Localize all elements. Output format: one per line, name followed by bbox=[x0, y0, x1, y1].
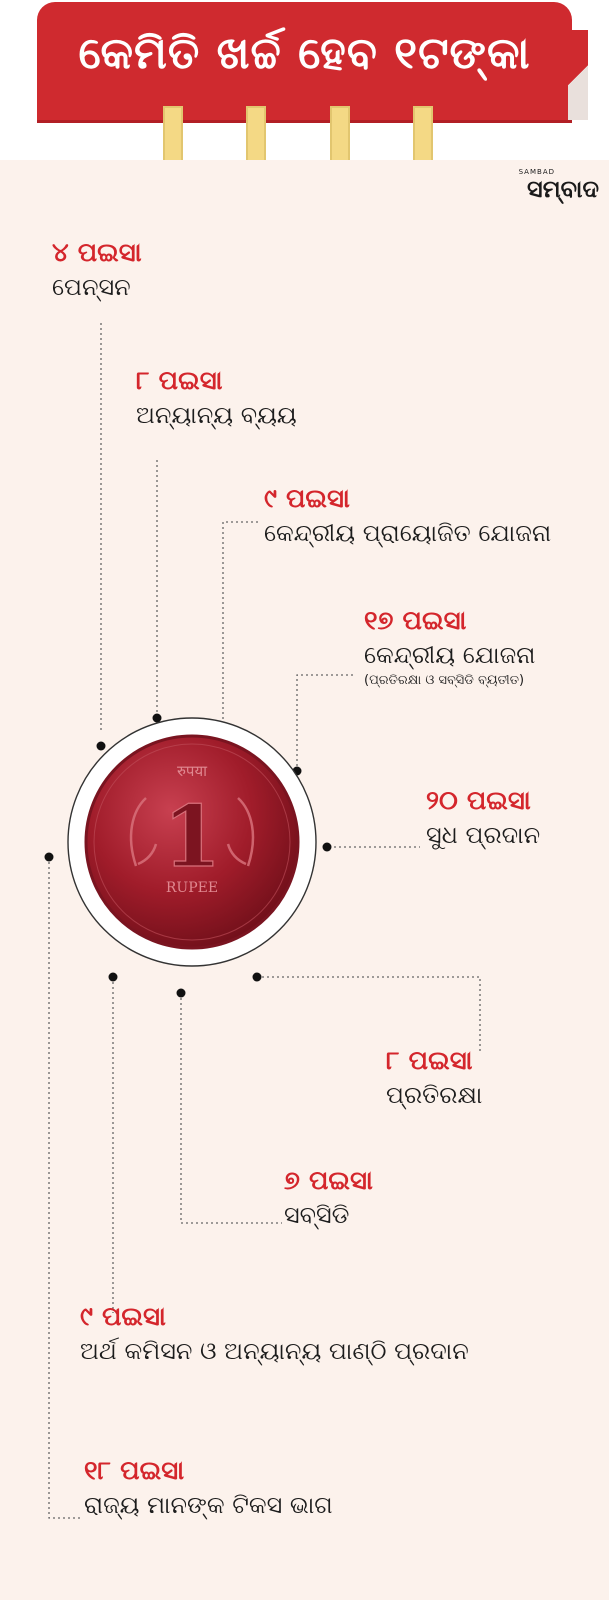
title-banner: କେମିତି ଖର୍ଚ୍ଚ ହେବ ୧ଟଙ୍କା bbox=[37, 2, 572, 120]
list-item: ୮ ପଇସା ଅନ୍ୟାନ୍ୟ ବ୍ୟୟ bbox=[136, 364, 297, 432]
item-amount: ୮ ପଇସା bbox=[386, 1046, 473, 1076]
logo-subtext: SAMBAD bbox=[518, 168, 555, 176]
list-item: ୯ ପଇସା ଅର୍ଥ କମିସନ ଓ ଅନ୍ୟାନ୍ୟ ପାଣ୍ଠି ପ୍ରଦ… bbox=[80, 1300, 469, 1368]
item-label: ସବ୍‌ସିଡି bbox=[284, 1201, 350, 1229]
list-item: ୯ ପଇସା କେନ୍ଦ୍ରୀୟ ପ୍ରାୟୋଜିତ ଯୋଜନା bbox=[264, 482, 551, 550]
item-amount: ୪ ପଇସା bbox=[52, 238, 142, 268]
item-amount: ୭ ପଇସା bbox=[284, 1166, 373, 1196]
item-amount: ୮ ପଇସା bbox=[136, 366, 223, 396]
list-item: ୨୦ ପଇସା ସୁଧ ପ୍ରଦାନ bbox=[426, 784, 540, 852]
coin-numeral: 1 bbox=[163, 787, 221, 886]
list-item: ୧୭ ପଇସା କେନ୍ଦ୍ରୀୟ ଯୋଜନା (ପ୍ରତିରକ୍ଷା ଓ ସବ… bbox=[364, 604, 535, 690]
item-label: ସୁଧ ପ୍ରଦାନ bbox=[426, 821, 541, 849]
item-label: ପ୍ରତିରକ୍ଷା bbox=[386, 1081, 483, 1109]
coin-text-bottom: RUPEE bbox=[166, 880, 218, 896]
item-amount: ୯ ପଇସା bbox=[264, 484, 350, 514]
item-note: (ପ୍ରତିରକ୍ଷା ଓ ସବ୍‌ସିଡି ବ୍ୟତୀତ) bbox=[364, 673, 525, 688]
list-item: ୭ ପଇସା ସବ୍‌ସିଡି bbox=[284, 1164, 373, 1232]
item-amount: ୯ ପଇସା bbox=[80, 1302, 166, 1332]
list-item: ୧୮ ପଇସା ରାଜ୍ୟ ମାନଙ୍କ ଟିକସ ଭାଗ bbox=[84, 1454, 333, 1522]
one-rupee-coin-icon: रुपया 1 RUPEE bbox=[66, 716, 318, 968]
item-label: କେନ୍ଦ୍ରୀୟ ପ୍ରାୟୋଜିତ ଯୋଜନା bbox=[264, 519, 552, 547]
item-label: ରାଜ୍ୟ ମାନଙ୍କ ଟିକସ ଭାଗ bbox=[84, 1491, 333, 1519]
item-label: କେନ୍ଦ୍ରୀୟ ଯୋଜନା bbox=[364, 641, 536, 669]
coin-text-top: रुपया bbox=[177, 762, 208, 780]
item-amount: ୨୦ ପଇସା bbox=[426, 786, 531, 816]
page-title: କେମିତି ଖର୍ଚ୍ଚ ହେବ ୧ଟଙ୍କା bbox=[78, 28, 531, 79]
item-amount: ୧୮ ପଇସା bbox=[84, 1456, 185, 1486]
list-item: ୪ ପଇସା ପେନ୍‌ସନ bbox=[52, 236, 142, 304]
list-item: ୮ ପଇସା ପ୍ରତିରକ୍ଷା bbox=[386, 1044, 482, 1112]
item-label: ଅର୍ଥ କମିସନ ଓ ଅନ୍ୟାନ୍ୟ ପାଣ୍ଠି ପ୍ରଦାନ bbox=[80, 1337, 469, 1365]
item-amount: ୧୭ ପଇସା bbox=[364, 606, 467, 636]
item-label: ଅନ୍ୟାନ୍ୟ ବ୍ୟୟ bbox=[136, 401, 297, 429]
sambad-logo: ସମ୍ବାଦ bbox=[527, 174, 599, 203]
item-label: ପେନ୍‌ସନ bbox=[52, 273, 131, 301]
